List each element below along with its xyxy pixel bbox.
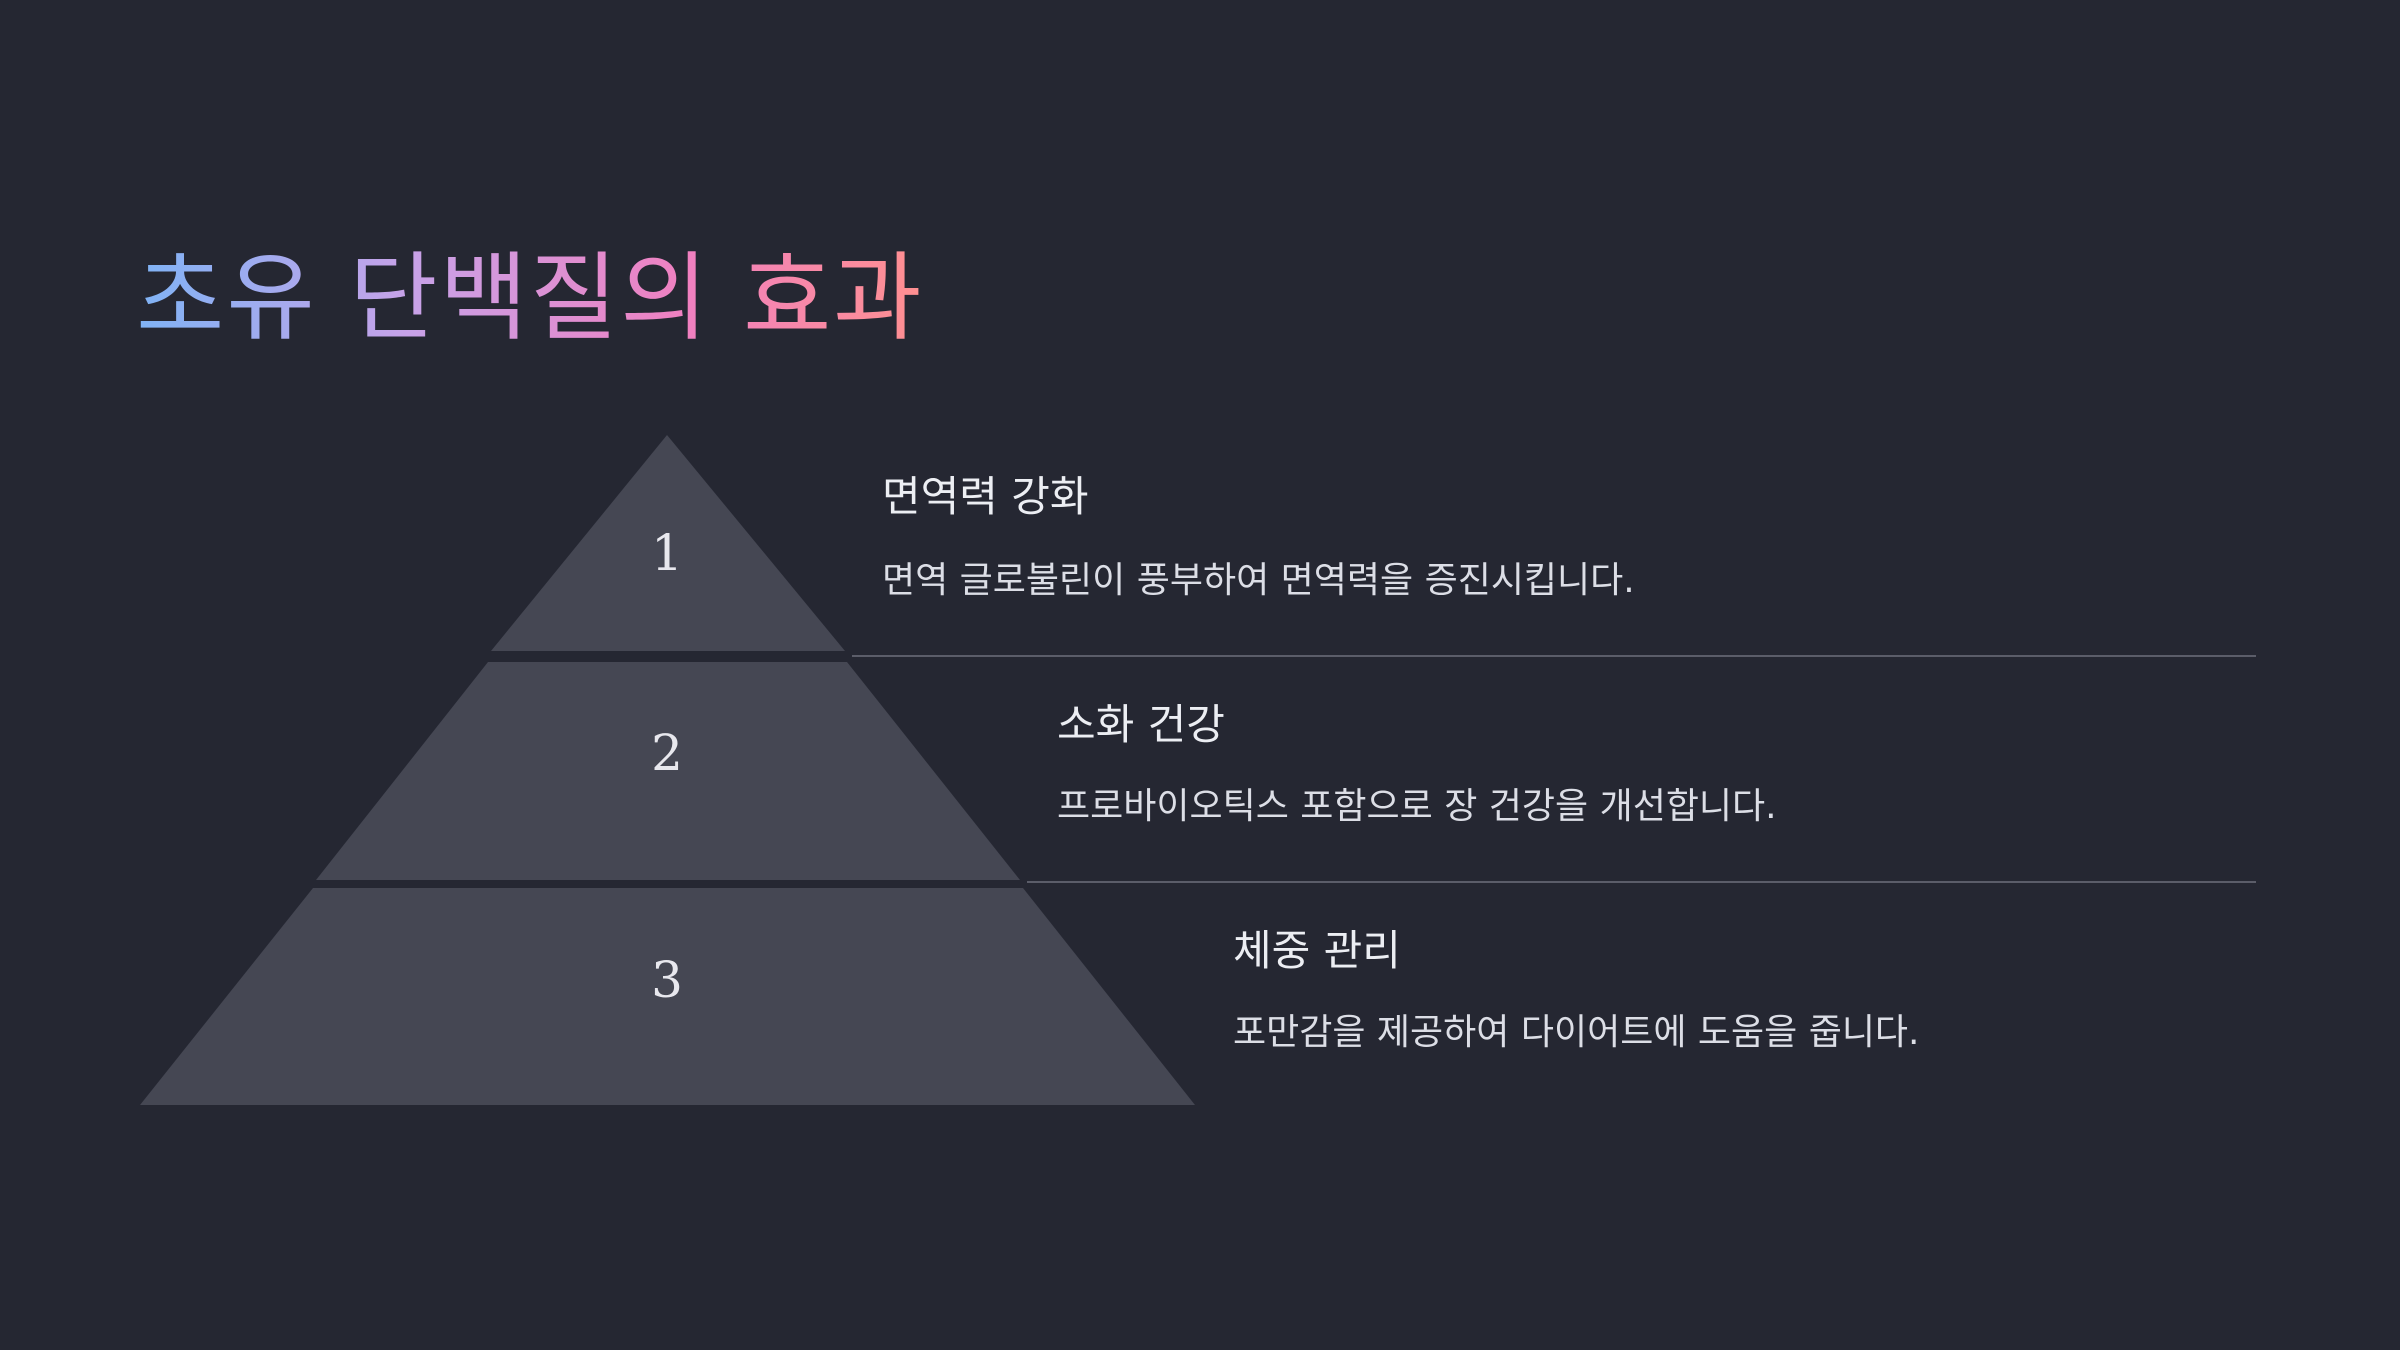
pyramid-tier-2 bbox=[316, 662, 1020, 880]
page-title: 초유 단백질의 효과 bbox=[136, 238, 924, 358]
level-3-description: 포만감을 제공하여 다이어트에 도움을 줍니다. bbox=[1233, 1012, 1920, 1053]
level-3-heading: 체중 관리 bbox=[1233, 926, 1401, 975]
pyramid-tier-3 bbox=[140, 888, 1195, 1105]
level-2-heading: 소화 건강 bbox=[1057, 700, 1225, 749]
pyramid-tier-3-number: 3 bbox=[651, 951, 683, 1009]
pyramid-tier-1 bbox=[491, 435, 845, 651]
pyramid-tier-2-number: 2 bbox=[651, 724, 683, 782]
level-2-description: 프로바이오틱스 포함으로 장 건강을 개선합니다. bbox=[1057, 786, 1777, 827]
pyramid-tier-1-number: 1 bbox=[651, 524, 683, 582]
divider-1 bbox=[852, 655, 2256, 657]
level-1-heading: 면역력 강화 bbox=[882, 472, 1089, 521]
divider-2 bbox=[1027, 881, 2256, 883]
level-1-description: 면역 글로불린이 풍부하여 면역력을 증진시킵니다. bbox=[882, 560, 1635, 601]
